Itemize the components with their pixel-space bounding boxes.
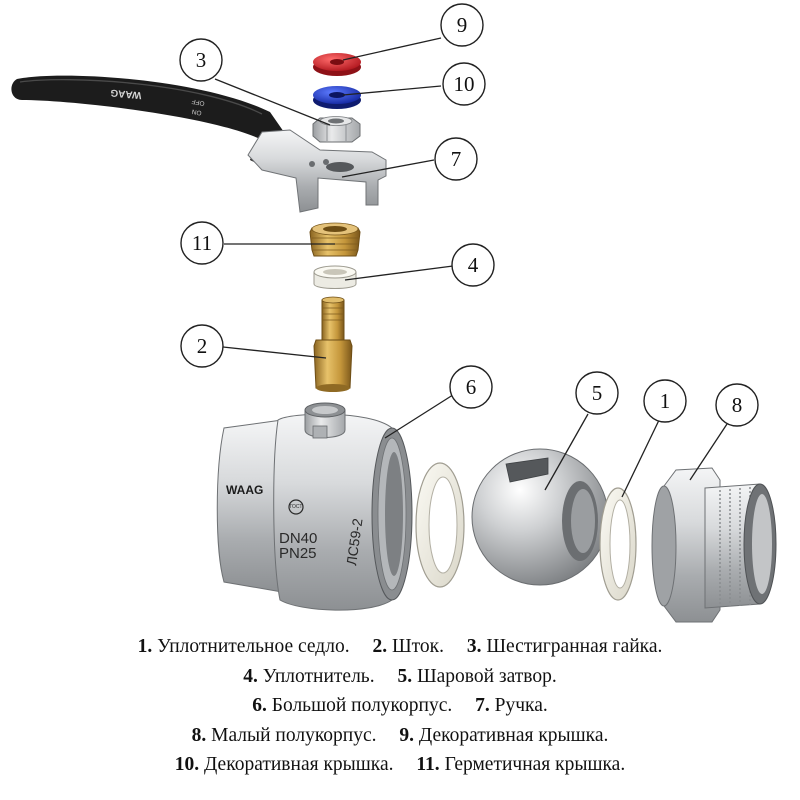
part-10-blue-cap (313, 86, 361, 109)
legend-item-7: 7. Ручка. (475, 695, 548, 716)
leader-3 (214, 78, 331, 126)
legend-item-6-text: Большой полукорпус. (271, 695, 453, 716)
legend-item-11-number: 11. (416, 754, 440, 775)
legend-item-9: 9. Декоративная крышка. (399, 725, 608, 746)
legend-line-4: 8. Малый полукорпус. 9. Декоративная кры… (0, 721, 800, 751)
part-5-ball (471, 448, 609, 586)
part-3-hex-nut (312, 116, 361, 143)
legend-line-3: 6. Большой полукорпус. 7. Ручка. (0, 691, 800, 721)
callout-3-label: 3 (196, 48, 207, 72)
callout-7-label: 7 (451, 147, 462, 171)
part-2-stem (313, 296, 353, 392)
legend-line-1: 1. Уплотнительное седло. 2. Шток. 3. Шес… (0, 632, 800, 662)
handle-brand-text: WAAG (110, 87, 142, 101)
legend-line-2: 4. Уплотнитель. 5. Шаровой затвор. (0, 662, 800, 692)
leader-10 (342, 85, 442, 96)
callout-7: 7 (434, 137, 478, 181)
legend-item-8-number: 8. (191, 724, 207, 746)
part-1-seat-left (415, 462, 465, 588)
callout-5: 5 (575, 371, 619, 415)
callout-2: 2 (180, 324, 224, 368)
body-alloy-text: ЛС59-2 (343, 517, 365, 566)
part-8-small-half-body (651, 467, 777, 623)
leader-1 (621, 415, 662, 498)
legend-item-6-number: 6. (252, 695, 267, 716)
callout-4-label: 4 (468, 253, 479, 277)
callout-2-label: 2 (197, 334, 208, 358)
part-4-seal (313, 265, 357, 289)
leader-7 (341, 159, 435, 178)
callout-9: 9 (440, 3, 484, 47)
legend-item-10-number: 10. (174, 754, 200, 775)
body-dn-text: DN40 (279, 530, 317, 547)
legend-item-10: 10. Декоративная крышка. (175, 754, 394, 775)
leader-2 (222, 346, 327, 359)
callout-6-label: 6 (466, 375, 477, 399)
legend-item-4: 4. Уплотнитель. (243, 666, 374, 687)
callout-8: 8 (715, 383, 759, 427)
callout-1-label: 1 (660, 389, 671, 413)
legend-item-11-text: Герметичная крышка. (444, 754, 626, 775)
part-11-brass-sealing-cap (309, 222, 361, 257)
legend-item-5: 5. Шаровой затвор. (397, 666, 556, 687)
legend-line-5: 10. Декоративная крышка. 11. Герметичная… (0, 750, 800, 780)
legend-item-6: 6. Большой полукорпус. (252, 695, 452, 716)
legend-item-8: 8. Малый полукорпус. (192, 725, 377, 746)
legend-item-7-number: 7. (475, 695, 490, 716)
part-9-red-cap (313, 53, 361, 76)
callout-11-label: 11 (192, 231, 212, 255)
callout-3: 3 (179, 38, 223, 82)
callout-8-label: 8 (732, 393, 743, 417)
legend-item-9-text: Декоративная крышка. (418, 724, 609, 746)
legend-item-7-text: Ручка. (494, 695, 548, 716)
parts-legend: 1. Уплотнительное седло. 2. Шток. 3. Шес… (0, 632, 800, 780)
part-1-seat-right (599, 487, 637, 601)
leader-9 (342, 37, 442, 61)
body-pn-text: PN25 (279, 545, 317, 562)
leader-6 (384, 392, 457, 439)
legend-item-3-text: Шестигранная гайка. (486, 636, 663, 657)
callouts: 9 10 3 7 11 4 2 6 (179, 3, 759, 427)
callout-11: 11 (180, 221, 224, 265)
legend-item-2-number: 2. (372, 636, 388, 657)
legend-item-1-text: Уплотнительное седло. (157, 636, 350, 657)
legend-item-1: 1. Уплотнительное седло. (138, 636, 350, 657)
leader-4 (344, 265, 454, 281)
legend-item-4-text: Уплотнитель. (262, 665, 375, 687)
legend-item-8-text: Малый полукорпус. (211, 724, 377, 746)
callout-10-label: 10 (454, 72, 475, 96)
legend-item-3: 3. Шестигранная гайка. (467, 636, 663, 657)
callout-9-label: 9 (457, 13, 468, 37)
legend-item-2: 2. Шток. (372, 636, 444, 657)
legend-item-11: 11. Герметичная крышка. (416, 754, 625, 775)
legend-item-5-number: 5. (397, 665, 413, 687)
callout-10: 10 (442, 62, 486, 106)
body-brand-text: WAAG (226, 483, 263, 497)
handle-off-text: OFF (191, 98, 205, 107)
handle-on-text: ON (191, 107, 202, 116)
legend-item-4-number: 4. (243, 665, 258, 687)
leader-lines (214, 37, 728, 498)
part-6-big-half-body: WAAG ГОСТ DN40 PN25 ЛС59-2 (216, 402, 413, 611)
legend-item-5-text: Шаровой затвор. (416, 665, 557, 687)
body-stamp-text: ГОСТ (290, 504, 303, 510)
callout-1: 1 (643, 379, 687, 423)
callout-6: 6 (449, 365, 493, 409)
legend-item-9-number: 9. (399, 724, 415, 746)
leader-5 (544, 413, 589, 491)
callout-4: 4 (451, 243, 495, 287)
legend-item-1-number: 1. (137, 636, 153, 657)
legend-item-3-number: 3. (466, 636, 482, 657)
legend-item-10-text: Декоративная крышка. (204, 754, 394, 775)
legend-item-2-text: Шток. (391, 636, 444, 657)
leader-8 (689, 423, 728, 481)
callout-5-label: 5 (592, 381, 603, 405)
part-7-handle: WAAG OFF ON (11, 75, 387, 213)
